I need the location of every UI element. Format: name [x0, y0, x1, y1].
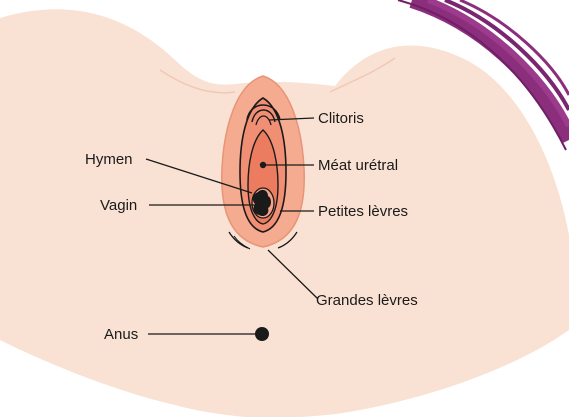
- label-grandes-levres: Grandes lèvres: [316, 292, 418, 309]
- label-clitoris: Clitoris: [318, 110, 364, 127]
- label-petites-levres: Petites lèvres: [318, 203, 408, 220]
- label-anus: Anus: [104, 326, 138, 343]
- anus-mark: [255, 327, 269, 341]
- label-meatus: Méat urétral: [318, 157, 398, 174]
- label-hymen: Hymen: [85, 151, 133, 168]
- urethral-meatus: [260, 162, 266, 168]
- label-vagin: Vagin: [100, 197, 137, 214]
